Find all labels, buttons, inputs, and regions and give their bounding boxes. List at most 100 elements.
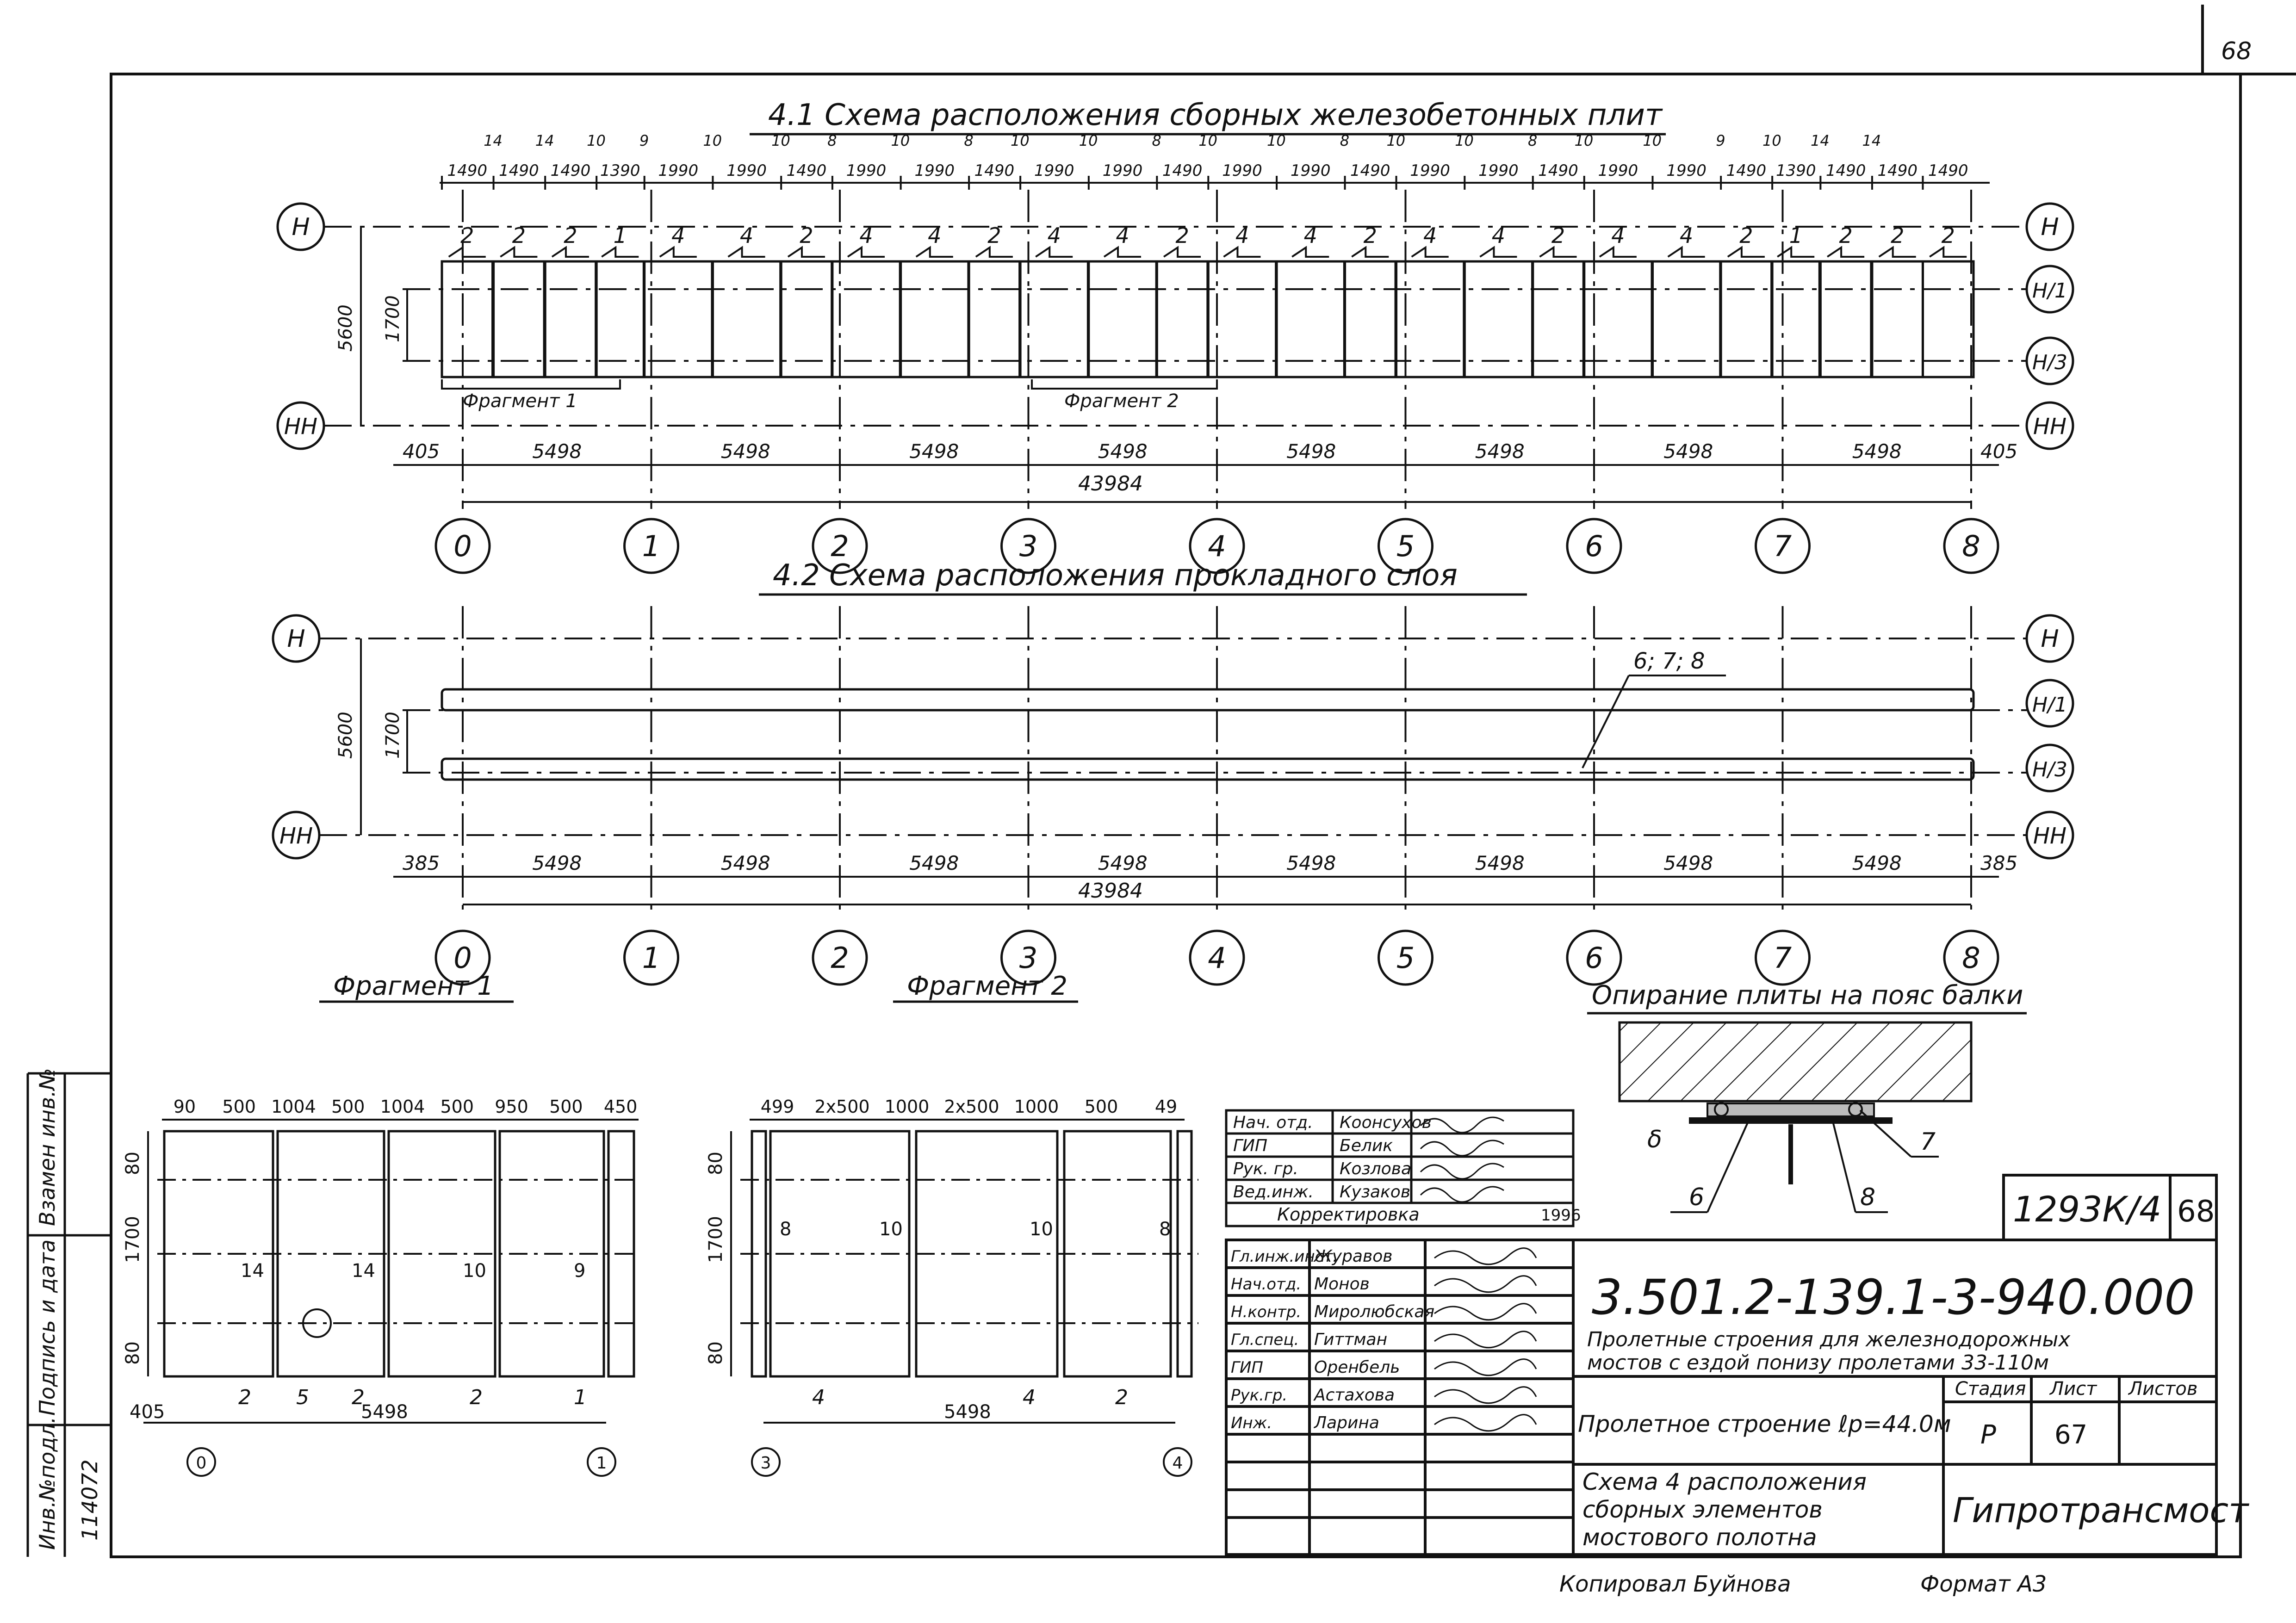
span-label: 5498 [721,852,770,874]
gap-label: 14 [484,132,503,149]
axis-bubble: 5 [1378,929,1433,986]
support-detail-title: Опирание плиты на пояс балки [1592,980,2023,1010]
fragment-2-side-1700: 1700 [705,1216,726,1263]
slab-width-label: 1990 [1666,161,1706,180]
fragment-2-axis-3: 3 [751,1447,781,1477]
callout-marks: 6; 7; 8 [1633,648,1705,674]
row-bubble-n1-right: Н/1 [2025,265,2074,314]
slab [1344,260,1397,378]
sheets-label: Листов [2128,1378,2197,1400]
side-stamp-inv-label: Инв.№подл. [35,1417,60,1550]
fragment-top-dim: 1000 [885,1096,930,1117]
slab-width-label: 1990 [1222,161,1262,180]
row-bubble-n-right-2: Н [2025,614,2074,663]
slab-width-label: 1490 [1928,161,1968,180]
slab-width-label: 1490 [499,161,539,180]
sheet-ref-number: 68 [2177,1195,2215,1229]
slab-width-label: 1490 [1826,161,1866,180]
slab-type-label: 4 [1611,223,1625,248]
total-dim: 43984 [1078,472,1143,496]
signature [1420,1163,1504,1180]
row-centre-lines [324,226,2027,427]
svg-text:Н: Н [2041,625,2059,653]
axis-label: 5 [1396,941,1415,975]
object-name: Пролетное строение ℓр=44.0м [1578,1411,1951,1437]
staff-role: Инж. [1231,1414,1272,1432]
row-bubble-nn-right: НН [2025,401,2074,450]
row-bubble-n3-right: Н/3 [2025,336,2074,385]
fragment-1-gap-4: 9 [574,1260,585,1282]
sheet-ref: 1293К/4 [2013,1189,2161,1230]
support-detail: Опирание плиты на пояс балки 6 7 8 δ [1587,980,2027,1213]
footer-copied: Копировал Буйнова [1559,1571,1791,1597]
staff-name: Монов [1314,1275,1370,1294]
slab [1463,260,1534,378]
row-bubble-n-left-2: Н [272,614,321,663]
axis-label: 8 [1962,941,1980,975]
sheet-value: 67 [2054,1420,2087,1450]
slab [1921,260,1975,378]
slab-type-leader [975,246,1013,258]
fragment-top-dim: 500 [1085,1096,1118,1117]
slab [1651,260,1722,378]
slab [1719,260,1773,378]
slab-width-label: 1990 [846,161,887,180]
support-delta: δ [1647,1126,1662,1153]
span-label: 5498 [1663,440,1713,463]
fragment-2-gap-4: 8 [1159,1219,1171,1240]
svg-text:Н/3: Н/3 [2032,351,2067,374]
axis-label: 7 [1774,941,1792,975]
slab-type-label: 4 [1116,223,1129,248]
slab [1819,260,1873,378]
slab [492,260,546,378]
axis-label: 8 [1962,529,1980,563]
staff-role: Гл.инж.инст. [1231,1247,1338,1266]
slab-type-label: 4 [928,223,941,248]
edge-right-dim-2: 385 [1980,852,2017,874]
slab-width-label: 1490 [1538,161,1578,180]
drawing-title-line-1: Схема 4 расположения [1582,1468,1867,1495]
gap-label: 9 [1716,132,1725,149]
bolt-right-icon [1848,1102,1863,1117]
svg-text:НН: НН [284,414,317,440]
slab-type-label: 4 [1235,223,1249,248]
gap-label: 10 [1575,132,1594,149]
row-bubble-nn-right-2: НН [2025,811,2074,860]
slab-type-label: 4 [859,223,873,248]
signature [1420,1186,1504,1203]
callout-leader [1582,675,1630,768]
slab [780,260,833,378]
support-mark-7: 7 [1920,1128,1936,1156]
slab-type-leader [1103,246,1141,258]
fragment-top-dim: 49 [1155,1096,1177,1117]
gap-label: 10 [1643,132,1662,149]
vertical-dimension-lines [360,227,408,426]
fragment-1-mark-5: 5 [296,1386,309,1409]
fragment-top-dim: 450 [604,1096,638,1117]
fragment-2-mark-2: 2 [1115,1386,1128,1409]
beam-flange [1689,1117,1893,1124]
designation: 3.501.2-139.1-3-940.000 [1592,1269,2195,1326]
slab-width-label: 1490 [787,161,827,180]
fragment-2-mark-4a: 4 [812,1386,825,1409]
axis-label: 1 [642,529,660,563]
slab-width-label: 1490 [1877,161,1917,180]
slab-type-leader [1727,246,1765,258]
fragment-1-span: 5498 [361,1401,408,1423]
revision-role: Рук. гр. [1233,1159,1298,1178]
fragment-top-dim: 1000 [1014,1096,1059,1117]
fragment-2-gap-3: 10 [1030,1219,1053,1240]
fragment-2-gap-1: 8 [780,1219,791,1240]
axis-label: 4 [1208,941,1226,975]
staff-name: Журавов [1313,1247,1392,1266]
slab-type-leader [1223,246,1261,258]
slab-width-label: 1990 [1291,161,1331,180]
dim-5600: 5600 [335,304,356,352]
slab-type-leader [1878,246,1916,258]
svg-text:4: 4 [1173,1454,1183,1473]
slab-type-leader [448,246,486,258]
slab [1871,260,1924,378]
slab-type-label: 2 [512,223,526,248]
